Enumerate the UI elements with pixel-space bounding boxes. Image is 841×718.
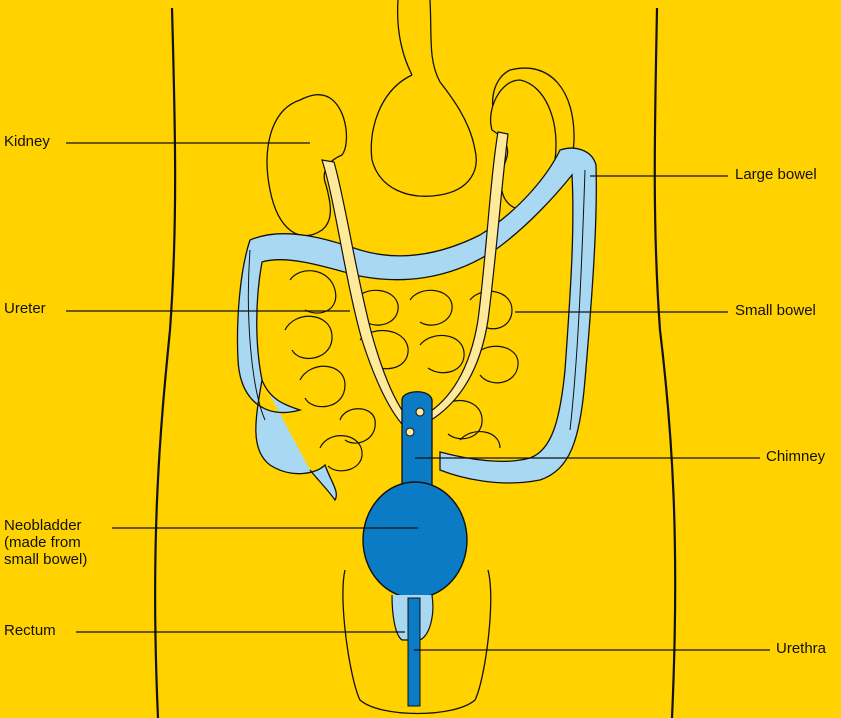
ureter-join-lower <box>406 428 414 436</box>
neobladder <box>363 482 467 598</box>
body-outline-left <box>155 8 175 718</box>
label-neobladder-line3: small bowel) <box>4 551 124 568</box>
stomach <box>371 75 476 196</box>
label-neobladder: Neobladder (made from small bowel) <box>4 517 124 568</box>
urethra <box>408 598 420 706</box>
right-ureter <box>425 132 508 422</box>
oesophagus <box>398 0 440 82</box>
label-kidney: Kidney <box>4 133 50 150</box>
label-ureter: Ureter <box>4 300 46 317</box>
label-small-bowel: Small bowel <box>735 302 816 319</box>
label-neobladder-line2: (made from <box>4 534 124 551</box>
label-rectum: Rectum <box>4 622 56 639</box>
label-neobladder-line1: Neobladder <box>4 517 124 534</box>
body-outline-right <box>655 8 675 718</box>
ureter-join-upper <box>416 408 424 416</box>
label-chimney: Chimney <box>766 448 825 465</box>
label-large-bowel: Large bowel <box>735 166 817 183</box>
label-urethra: Urethra <box>776 640 826 657</box>
